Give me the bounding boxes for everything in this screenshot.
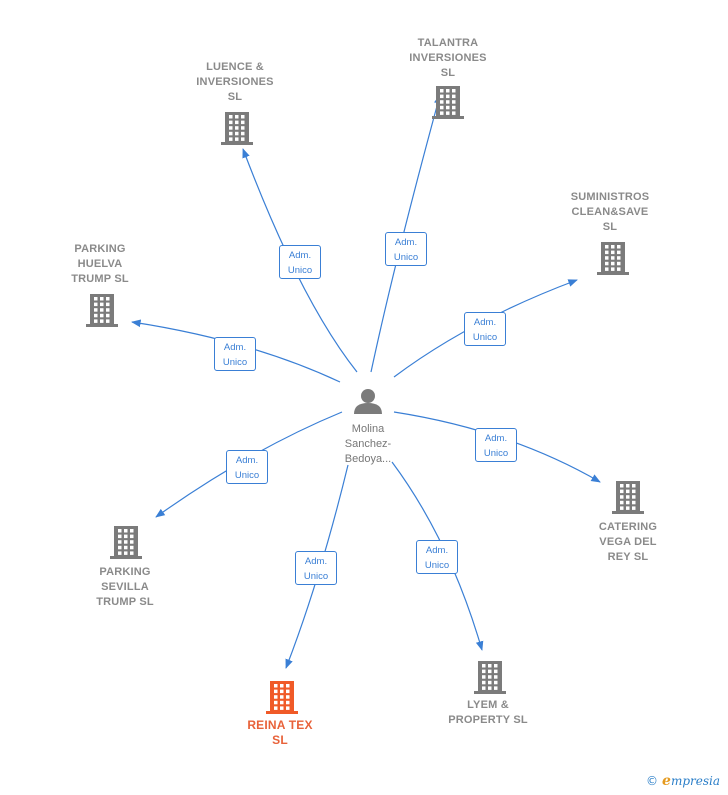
company-label-lyem[interactable]: LYEM & PROPERTY SL: [448, 699, 528, 726]
person-name-label[interactable]: Molina Sanchez- Bedoya...: [344, 423, 392, 465]
relation-badge-lyem[interactable]: Adm. Unico: [416, 540, 458, 574]
relation-badge-reina-tex[interactable]: Adm. Unico: [295, 551, 337, 585]
building-icon[interactable]: [110, 526, 142, 559]
edges-layer: [131, 94, 601, 669]
edge-luence: [242, 148, 358, 373]
building-icon[interactable]: [432, 86, 464, 119]
relation-badge-parking-sevilla[interactable]: Adm. Unico: [226, 450, 268, 484]
company-label-reina-tex[interactable]: REINA TEX SL: [247, 718, 313, 747]
building-icon[interactable]: [612, 481, 644, 514]
company-label-suministros[interactable]: SUMINISTROS CLEAN&SAVE SL: [570, 191, 650, 233]
company-label-talantra[interactable]: TALANTRA INVERSIONES SL: [409, 37, 487, 79]
building-icon[interactable]: [86, 294, 118, 327]
relation-badge-catering[interactable]: Adm. Unico: [475, 428, 517, 462]
building-icon[interactable]: [221, 112, 253, 145]
building-icon[interactable]: [474, 661, 506, 694]
person-icon[interactable]: [354, 389, 382, 414]
relation-badge-suministros[interactable]: Adm. Unico: [464, 312, 506, 346]
footer-brand[interactable]: ©empresia: [646, 773, 720, 789]
building-icon[interactable]: [266, 681, 298, 714]
brand-initial: e: [662, 773, 671, 789]
icons-layer: [86, 86, 644, 714]
relation-badge-talantra[interactable]: Adm. Unico: [385, 232, 427, 266]
relation-badge-luence[interactable]: Adm. Unico: [279, 245, 321, 279]
brand-name: mpresia: [670, 774, 720, 788]
company-label-luence[interactable]: LUENCE & INVERSIONES SL: [196, 61, 274, 103]
copyright-icon: ©: [646, 774, 659, 788]
company-label-parking-sevilla[interactable]: PARKING SEVILLA TRUMP SL: [96, 566, 154, 608]
relation-badge-parking-huelva[interactable]: Adm. Unico: [214, 337, 256, 371]
company-label-catering[interactable]: CATERING VEGA DEL REY SL: [598, 521, 658, 563]
company-label-parking-huelva[interactable]: PARKING HUELVA TRUMP SL: [71, 243, 129, 285]
building-icon[interactable]: [597, 242, 629, 275]
